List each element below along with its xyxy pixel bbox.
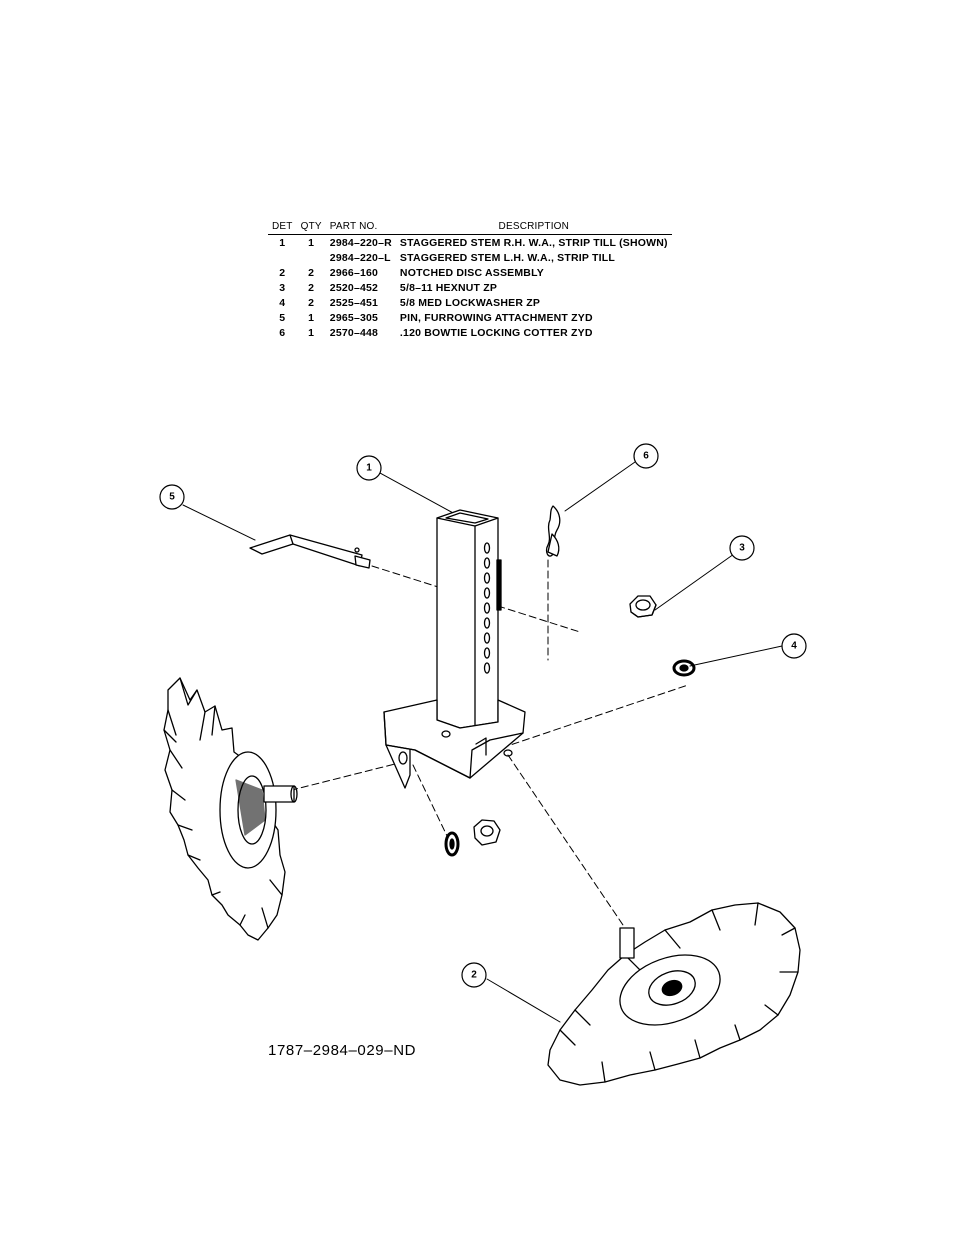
- header-det: DET: [268, 220, 297, 235]
- callout-bubbles: [159, 443, 807, 988]
- table-row: 6 1 2570–448 .120 BOWTIE LOCKING COTTER …: [268, 325, 672, 340]
- hexnut-part: [629, 595, 657, 618]
- bowtie-cotter-part: [545, 505, 561, 557]
- callout-label-2: 2: [471, 970, 477, 981]
- row-det: 4: [279, 296, 286, 309]
- parts-table-header-row: DET QTY PART NO. DESCRIPTION: [268, 220, 672, 235]
- lockwasher-part: [672, 659, 696, 677]
- row-qty: 2: [308, 281, 315, 294]
- table-row: 4 2 2525–451 5/8 MED LOCKWASHER ZP: [268, 295, 672, 310]
- row-qty: 1: [308, 311, 315, 324]
- callout-bubble-4: [781, 633, 807, 659]
- row-det: 3: [279, 281, 286, 294]
- row-part-no: 2984–220–L: [329, 251, 391, 264]
- row-qty: 2: [308, 296, 315, 309]
- row-description: 5/8 MED LOCKWASHER ZP: [399, 296, 541, 309]
- row-description: 5/8–11 HEXNUT ZP: [399, 281, 498, 294]
- stem-adjustment-holes: [483, 542, 491, 674]
- row-det: 5: [279, 311, 286, 324]
- callout-leaders: [182, 461, 783, 1023]
- row-qty: 1: [308, 236, 315, 249]
- row-qty: 2: [308, 266, 315, 279]
- callout-bubble-5: [159, 484, 185, 510]
- row-description: STAGGERED STEM R.H. W.A., STRIP TILL (SH…: [399, 236, 668, 249]
- parts-list-table: DET QTY PART NO. DESCRIPTION 1 1 2984–22…: [268, 220, 672, 340]
- table-row: 1 1 2984–220–R STAGGERED STEM R.H. W.A.,…: [268, 235, 672, 251]
- callout-label-5: 5: [169, 492, 175, 503]
- staggered-stem-part: [383, 509, 526, 789]
- notched-disc-right-part: [547, 902, 801, 1086]
- lockwasher-lower-part: [444, 831, 460, 857]
- callout-label-3: 3: [739, 543, 745, 554]
- callout-label-4: 4: [791, 641, 797, 652]
- hexnut-lower-part: [473, 819, 501, 846]
- callout-label-1: 1: [366, 463, 372, 474]
- row-det: 6: [279, 326, 286, 339]
- row-det: 1: [279, 236, 286, 249]
- row-part-no: 2520–452: [329, 281, 379, 294]
- row-det: 2: [279, 266, 286, 279]
- callout-bubble-3: [729, 535, 755, 561]
- callout-bubble-2: [461, 962, 487, 988]
- row-part-no: 2965–305: [329, 311, 379, 324]
- row-qty: 1: [308, 326, 315, 339]
- row-part-no: 2966–160: [329, 266, 379, 279]
- table-row: 3 2 2520–452 5/8–11 HEXNUT ZP: [268, 280, 672, 295]
- row-description: PIN, FURROWING ATTACHMENT ZYD: [399, 311, 593, 324]
- row-part-no: 2525–451: [329, 296, 379, 309]
- callout-label-6: 6: [643, 451, 649, 462]
- header-qty: QTY: [296, 220, 326, 235]
- row-part-no: 2570–448: [329, 326, 379, 339]
- header-description: DESCRIPTION: [395, 220, 672, 235]
- callout-bubble-1: [356, 455, 382, 481]
- row-part-no: 2984–220–R: [329, 236, 392, 249]
- header-part-no: PART NO.: [325, 220, 396, 235]
- table-row: 2984–220–L STAGGERED STEM L.H. W.A., STR…: [268, 250, 672, 265]
- notched-disc-left-part: [163, 677, 298, 941]
- table-row: 5 1 2965–305 PIN, FURROWING ATTACHMENT Z…: [268, 310, 672, 325]
- furrowing-pin-part: [249, 534, 371, 569]
- row-description: .120 BOWTIE LOCKING COTTER ZYD: [399, 326, 593, 339]
- row-description: NOTCHED DISC ASSEMBLY: [399, 266, 544, 279]
- callout-bubble-6: [633, 443, 659, 469]
- drawing-number: 1787–2984–029–ND: [268, 1042, 417, 1059]
- table-row: 2 2 2966–160 NOTCHED DISC ASSEMBLY: [268, 265, 672, 280]
- row-description: STAGGERED STEM L.H. W.A., STRIP TILL: [399, 251, 615, 264]
